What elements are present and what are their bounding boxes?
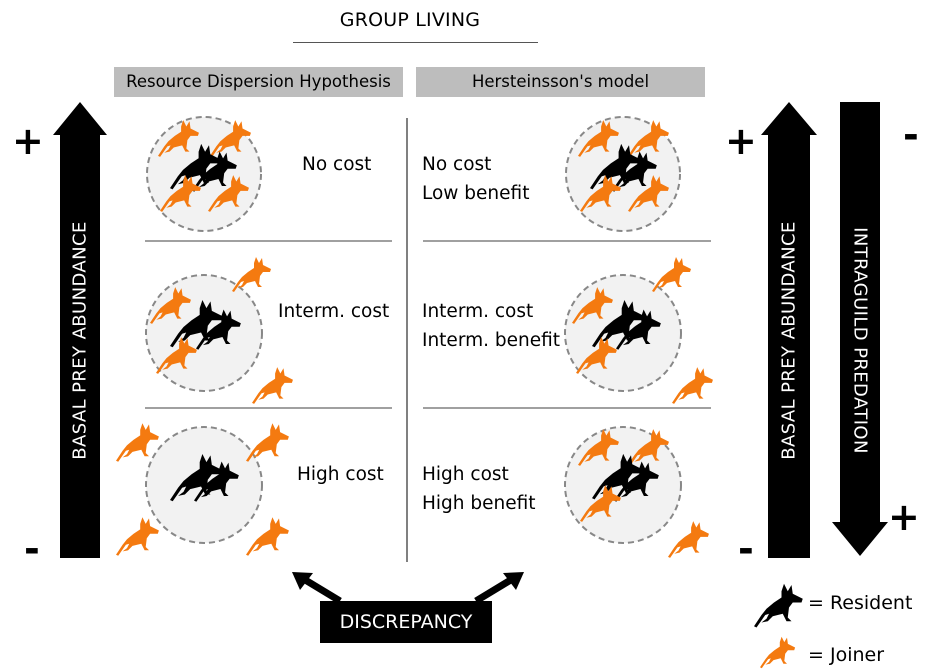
right-row-3-benefit: High benefit bbox=[422, 493, 536, 514]
left-bottom-minus-sign: - bbox=[24, 527, 40, 571]
discrepancy-arrowhead-right bbox=[503, 572, 524, 590]
intraguild-predation-arrow bbox=[832, 102, 888, 556]
legend-resident-icon bbox=[754, 583, 803, 628]
right-row-2-cost: Interm. cost bbox=[422, 301, 534, 322]
territory-circle bbox=[564, 274, 682, 392]
basal-prey-arrow-left bbox=[53, 102, 107, 558]
left-row-1-label: No cost bbox=[302, 154, 372, 175]
intraguild-predation-label: INTRAGUILD PREDATION bbox=[849, 227, 871, 454]
intraguild-bottom-plus-sign: + bbox=[888, 495, 920, 539]
discrepancy-arrow-left bbox=[300, 575, 342, 604]
discrepancy-arrow-right bbox=[474, 575, 516, 604]
joiner-fox-icon bbox=[672, 367, 713, 404]
discrepancy-label: DISCREPANCY bbox=[320, 601, 492, 643]
joiner-fox-icon bbox=[668, 521, 709, 558]
basal-prey-arrow-right bbox=[761, 102, 817, 558]
right-row-1-benefit: Low benefit bbox=[422, 183, 530, 204]
right-row-2-benefit: Interm. benefit bbox=[422, 330, 561, 351]
joiner-fox-icon bbox=[246, 517, 289, 556]
intraguild-top-minus-sign: - bbox=[903, 113, 919, 157]
discrepancy-arrowhead-left bbox=[292, 572, 313, 590]
right-basal-prey-label: BASAL PREY ABUNDANCE bbox=[778, 221, 800, 460]
diagram-title: GROUP LIVING bbox=[339, 9, 481, 31]
joiner-fox-icon bbox=[116, 423, 159, 462]
joiner-fox-icon bbox=[252, 367, 293, 404]
left-basal-prey-label: BASAL PREY ABUNDANCE bbox=[69, 221, 91, 460]
right-row-3-cost: High cost bbox=[422, 464, 509, 485]
right-bottom-minus-sign: - bbox=[738, 527, 754, 571]
header-hersteinsson: Hersteinsson's model bbox=[416, 67, 705, 97]
left-top-plus-sign: + bbox=[12, 119, 44, 163]
right-top-plus-sign: + bbox=[725, 119, 757, 163]
joiner-fox-icon bbox=[116, 517, 159, 556]
header-resource-dispersion: Resource Dispersion Hypothesis bbox=[114, 67, 403, 97]
title-underline bbox=[293, 42, 538, 43]
legend-joiner-icon bbox=[760, 636, 796, 669]
right-row-1-cost: No cost bbox=[422, 154, 492, 175]
left-row-2-label: Interm. cost bbox=[278, 301, 390, 322]
legend-joiner-text: = Joiner bbox=[808, 644, 885, 666]
legend-resident-text: = Resident bbox=[808, 592, 913, 614]
left-row-3-label: High cost bbox=[297, 464, 384, 485]
